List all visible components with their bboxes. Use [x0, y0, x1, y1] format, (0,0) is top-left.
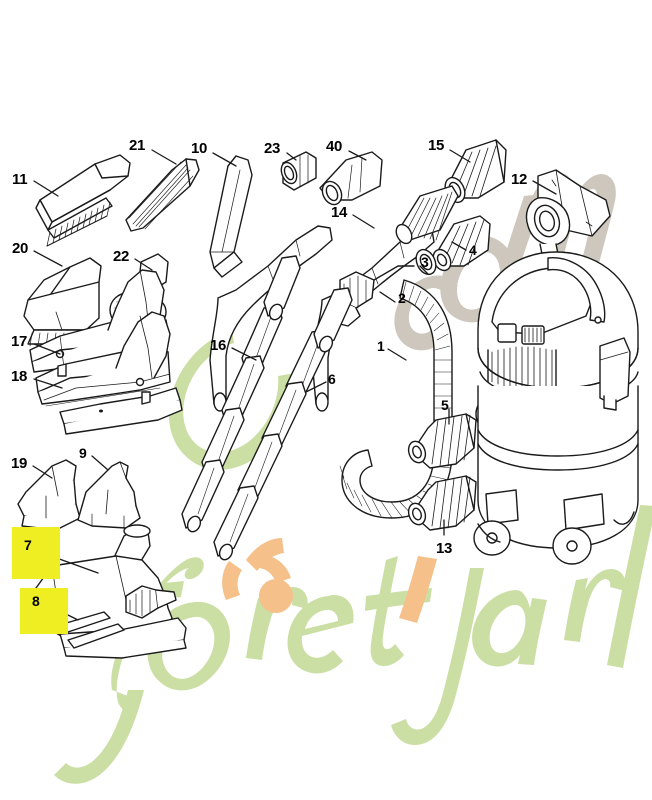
callout-11: 11 — [12, 171, 28, 188]
callout-8: 8 — [32, 593, 40, 609]
callout-2: 2 — [398, 290, 406, 306]
callout-7: 7 — [24, 537, 32, 553]
callout-4: 4 — [469, 242, 477, 258]
part-18-nozzle-insert — [35, 311, 183, 435]
callout-20: 20 — [12, 240, 29, 257]
callout-23: 23 — [264, 140, 281, 157]
callout-22: 22 — [113, 248, 130, 265]
callout-6: 6 — [328, 371, 336, 387]
callout-18: 18 — [11, 368, 28, 385]
part-20-small-brush — [23, 257, 102, 347]
part-16-wand-tubes — [181, 255, 301, 533]
part-7-8-floor-nozzle — [35, 524, 187, 659]
vents — [491, 346, 553, 394]
callout-9: 9 — [79, 445, 87, 461]
callout-13: 13 — [436, 540, 453, 557]
callout-40: 40 — [326, 138, 343, 155]
part-21-crevice-nozzle — [125, 158, 200, 232]
highlight-box-8 — [20, 588, 68, 634]
bristles-11 — [46, 201, 111, 247]
part-4-coupler — [432, 215, 491, 272]
callout-17: 17 — [11, 333, 28, 350]
callout-10: 10 — [191, 140, 208, 157]
part-hose-stub-upper — [395, 185, 459, 245]
part-vacuum-body — [473, 251, 639, 565]
part-10-crevice-tool — [209, 155, 253, 278]
part-5-threaded-adapter — [407, 413, 477, 469]
callout-19: 19 — [11, 455, 28, 472]
callout-15: 15 — [428, 137, 445, 154]
ribs-21 — [128, 161, 194, 230]
part-40-adapter — [319, 151, 383, 206]
part-11-upholstery-brush — [35, 154, 131, 247]
part-3-oring — [415, 248, 437, 276]
part-6-wand-tubes — [213, 287, 353, 561]
callout-21: 21 — [129, 137, 146, 154]
part-13-threaded-adapter — [407, 475, 477, 531]
callout-16: 16 — [210, 337, 227, 354]
part-19-small-nozzle — [17, 459, 81, 531]
callout-12: 12 — [511, 171, 528, 188]
part-curved-wand-left — [209, 225, 333, 412]
callout-14: 14 — [331, 204, 348, 221]
callout-5: 5 — [441, 397, 449, 413]
part-23-coupler — [280, 151, 317, 191]
callout-3: 3 — [421, 254, 429, 270]
part-9-floor-tool — [77, 461, 141, 529]
callout-1: 1 — [377, 338, 385, 354]
highlight-box-7 — [12, 527, 60, 579]
part-12-wall-bracket — [525, 169, 611, 255]
leader-lines — [32, 149, 557, 621]
